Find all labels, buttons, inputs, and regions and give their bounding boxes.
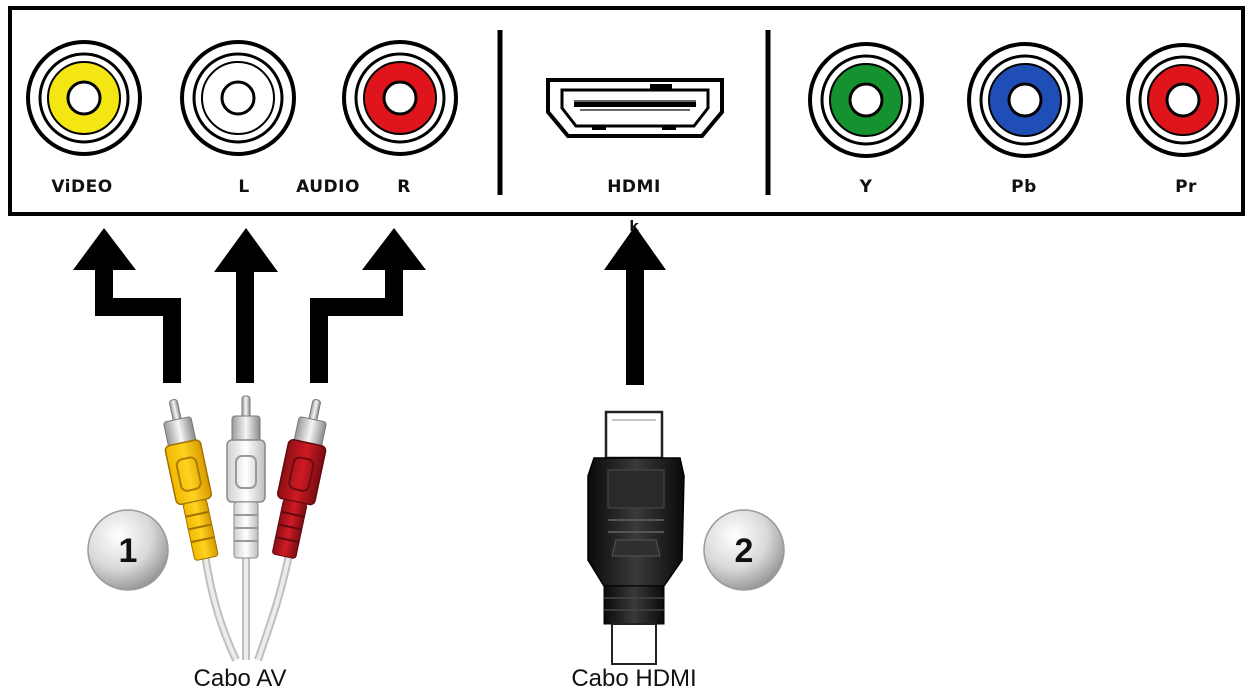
badge-2: 2 (703, 509, 785, 591)
audio-left-label: L (238, 177, 249, 197)
hdmi-plug-tip (604, 410, 664, 460)
white-plug (226, 395, 266, 559)
red-plug (272, 399, 327, 559)
hdmi-label: HDMI (607, 177, 661, 197)
av-cable-caption: Cabo AV (194, 665, 287, 692)
audio-right-jack (342, 40, 458, 156)
pr-jack (1126, 43, 1240, 157)
video-label: ViDEO (51, 177, 112, 197)
input-panel: ViDEO L AUDIO R HDMI Y Pb Pr (8, 6, 1245, 216)
audio-right-arrow (310, 228, 426, 383)
hdmi-cable-caption: Cabo HDMI (571, 665, 696, 692)
y-label: Y (859, 177, 873, 197)
video-jack (26, 40, 142, 156)
y-jack (808, 42, 924, 158)
badge-1-number: 1 (119, 532, 138, 570)
pr-label: Pr (1175, 177, 1197, 197)
audio-left-arrow (214, 228, 278, 383)
badge-2-number: 2 (735, 532, 754, 570)
hdmi-port (546, 78, 724, 138)
audio-right-label: R (397, 177, 411, 197)
pb-label: Pb (1011, 177, 1037, 197)
yellow-plug (163, 399, 219, 561)
audio-left-jack (180, 40, 296, 156)
pb-jack (967, 42, 1083, 158)
video-arrow (73, 228, 181, 383)
audio-label: AUDIO (296, 177, 360, 197)
hdmi-arrow (604, 226, 666, 385)
av-cable (163, 395, 327, 662)
badge-1: 1 (87, 509, 169, 591)
hdmi-cable (587, 410, 685, 665)
